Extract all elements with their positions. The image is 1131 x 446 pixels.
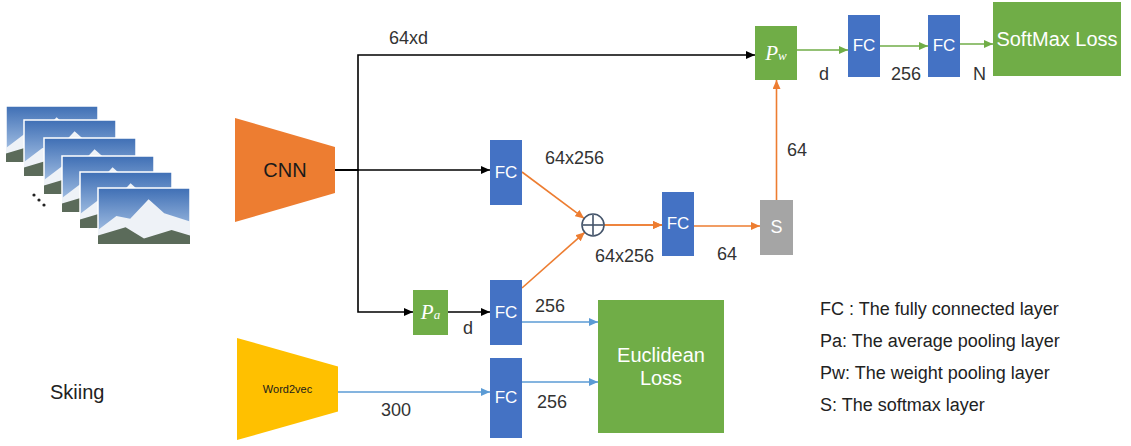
connector-line — [522, 232, 585, 288]
connector — [694, 226, 760, 227]
legend-text: S: The softmax layer — [820, 395, 985, 416]
legend-text: Pa: The average pooling layer — [820, 331, 1060, 352]
loss-box: SoftMax Loss — [993, 2, 1121, 76]
word2vec-block: Word2vec — [237, 338, 338, 440]
photo-stack — [6, 106, 190, 244]
connector — [335, 55, 755, 170]
edge-label: 300 — [380, 400, 412, 421]
connector-line — [797, 49, 848, 51]
connector-line — [960, 43, 993, 45]
edge-label: N — [972, 64, 987, 85]
connector — [960, 44, 993, 45]
loss-box: Euclidean Loss — [598, 300, 724, 433]
node-label: S — [770, 217, 782, 238]
connector — [776, 80, 777, 200]
edge-label: 256 — [536, 392, 568, 413]
fc-box: FC — [490, 358, 522, 438]
edge-label: 64x256 — [594, 246, 655, 267]
connector-line — [335, 170, 413, 312]
connector — [797, 50, 848, 51]
edge-label: 64 — [716, 244, 738, 265]
fc-box: FC — [848, 15, 880, 77]
connector — [522, 322, 598, 323]
node-label: FC — [667, 214, 690, 234]
connector-line — [522, 321, 598, 323]
connector-line — [776, 80, 778, 200]
connector-line — [338, 391, 490, 393]
node-label: FC — [495, 163, 518, 183]
connector — [335, 170, 413, 312]
cnn-block: CNN — [235, 118, 335, 222]
node-label: Word2vec — [263, 383, 312, 396]
weight-pooling-box: Pw — [755, 26, 797, 80]
connector-line — [604, 224, 662, 226]
edge-label: 64 — [786, 140, 808, 161]
connector-line — [448, 311, 490, 313]
edge-label: 64xd — [388, 28, 429, 49]
node-label: FC — [495, 388, 518, 408]
connector — [522, 382, 598, 383]
edge-label: 256 — [890, 64, 922, 85]
node-label: Euclidean Loss — [598, 344, 724, 390]
sum-circle — [582, 214, 604, 236]
connector-line — [604, 224, 662, 226]
photo — [98, 188, 190, 244]
average-pooling-box: Pa — [413, 290, 448, 335]
connector-line — [522, 172, 584, 218]
softmax-box: S — [760, 200, 793, 255]
class-label: Skiing — [50, 381, 104, 404]
sum-plus — [592, 215, 594, 235]
fc-box: FC — [490, 280, 522, 345]
edge-label: d — [462, 318, 474, 339]
node-label: Pw — [765, 41, 787, 65]
connector-line — [335, 55, 755, 170]
fc-box: FC — [928, 15, 960, 77]
edge-label: d — [818, 64, 830, 85]
connector-line — [694, 225, 760, 227]
edge-label: 256 — [534, 296, 566, 317]
node-label: FC — [853, 36, 876, 56]
connector — [880, 46, 928, 47]
edge-label: 64x256 — [544, 148, 605, 169]
legend-text: FC : The fully connected layer — [820, 299, 1059, 320]
connector — [338, 392, 490, 393]
ellipsis-dots — [32, 193, 45, 206]
connector — [448, 312, 490, 313]
node-label: FC — [495, 303, 518, 323]
legend-text: Pw: The weight pooling layer — [820, 363, 1050, 384]
node-label: SoftMax Loss — [996, 28, 1117, 51]
fc-box: FC — [490, 140, 522, 205]
node-label: CNN — [263, 159, 306, 182]
connector-line — [522, 381, 598, 383]
node-label: FC — [933, 36, 956, 56]
node-label: Pa — [421, 300, 440, 324]
fc-box: FC — [662, 192, 694, 256]
connector-line — [880, 45, 928, 47]
